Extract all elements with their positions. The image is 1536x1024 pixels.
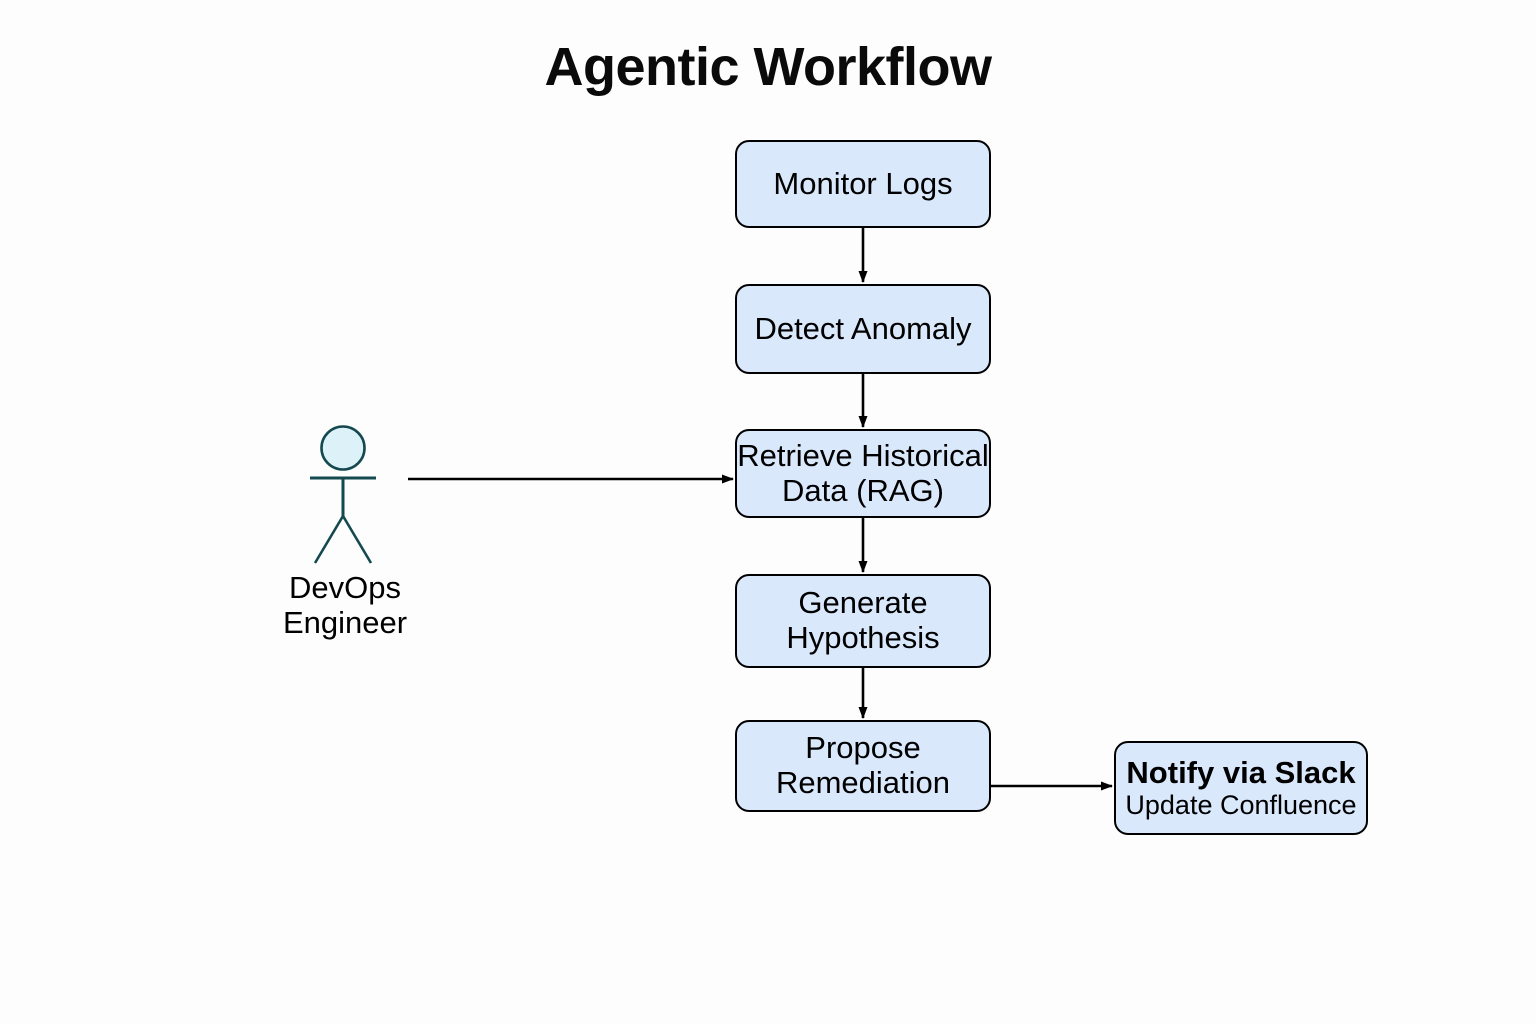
- node-detect-anomaly[interactable]: Detect Anomaly: [735, 284, 991, 374]
- node-retrieve-historical-data-label-line2: Data (RAG): [782, 472, 944, 508]
- actor-label: DevOps Engineer: [255, 570, 435, 640]
- node-monitor-logs-label: Monitor Logs: [773, 165, 953, 201]
- page-title: Agentic Workflow: [544, 37, 992, 97]
- node-generate-hypothesis[interactable]: Generate Hypothesis: [735, 574, 991, 668]
- node-detect-anomaly-label: Detect Anomaly: [754, 310, 972, 346]
- actor-devops-engineer[interactable]: DevOps Engineer: [255, 420, 435, 640]
- node-notify-via-slack[interactable]: Notify via Slack Update Confluence: [1114, 741, 1368, 835]
- node-notify-via-slack-label-line1: Notify via Slack: [1126, 754, 1356, 790]
- node-retrieve-historical-data-label-line1: Retrieve Historical: [737, 437, 989, 473]
- node-generate-hypothesis-label-line2: Hypothesis: [786, 620, 940, 655]
- node-generate-hypothesis-label-line1: Generate: [798, 585, 928, 621]
- node-propose-remediation-label-line1: Propose: [805, 730, 921, 766]
- node-notify-via-slack-label-line2: Update Confluence: [1125, 790, 1357, 821]
- node-propose-remediation[interactable]: Propose Remediation: [735, 720, 991, 812]
- actor-label-line2: Engineer: [282, 605, 408, 641]
- node-propose-remediation-label-line2: Remediation: [775, 765, 951, 800]
- actor-figure: [310, 425, 376, 564]
- node-monitor-logs[interactable]: Monitor Logs: [735, 140, 991, 228]
- actor-label-line1: DevOps: [289, 570, 401, 605]
- node-retrieve-historical-data[interactable]: Retrieve Historical Data (RAG): [735, 429, 991, 518]
